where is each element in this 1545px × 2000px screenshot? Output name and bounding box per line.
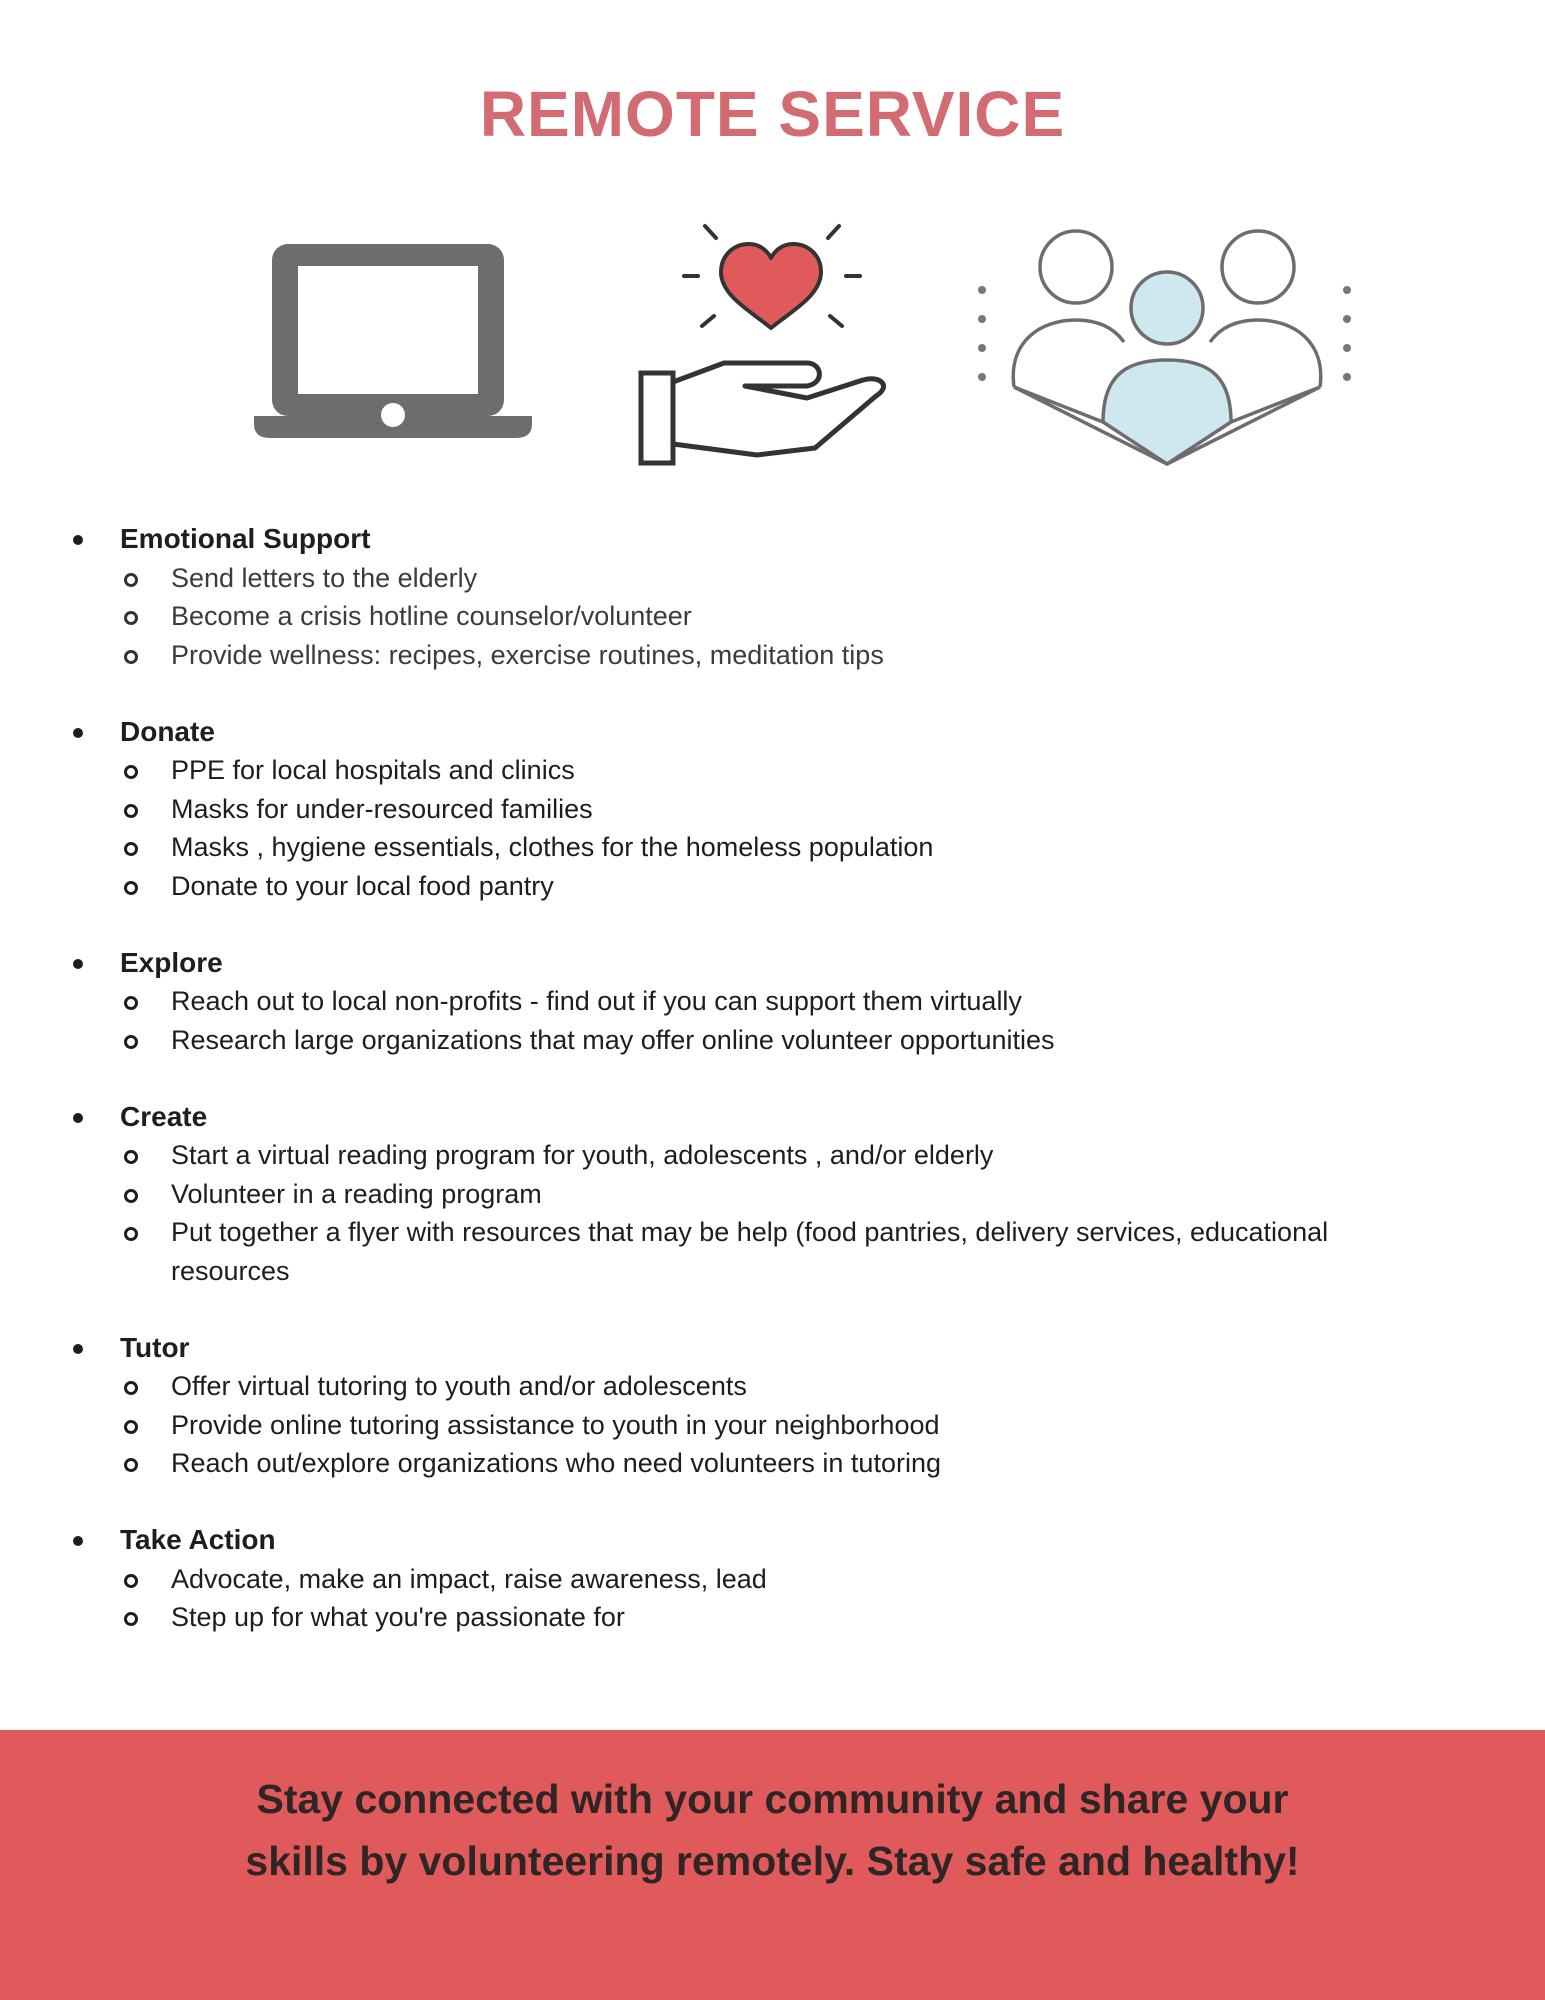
list-item-text: Reach out/explore organizations who need… <box>171 1448 941 1478</box>
list-item: Volunteer in a reading program <box>0 1175 1545 1214</box>
list-item: Masks , hygiene essentials, clothes for … <box>0 828 1545 867</box>
heart-in-hand-icon <box>632 220 910 472</box>
footer-banner: Stay connected with your community and s… <box>0 1730 1545 2000</box>
bullet-ring <box>124 1381 138 1395</box>
section-heading-text: Tutor <box>120 1331 190 1363</box>
list-item: Reach out to local non-profits - find ou… <box>0 982 1545 1021</box>
bullet-ring <box>124 1458 138 1472</box>
bullet-dot <box>73 1536 83 1546</box>
list-item: Donate to your local food pantry <box>0 867 1545 906</box>
list-item-text: Research large organizations that may of… <box>171 1024 1055 1055</box>
activity-sections: Emotional Support Send letters to the el… <box>0 520 1545 1675</box>
bullet-ring <box>124 996 138 1010</box>
bullet-ring <box>124 1188 138 1203</box>
list-item-text: Masks , hygiene essentials, clothes for … <box>171 832 934 862</box>
bullet-dot <box>73 1112 83 1123</box>
section-heading-text: Explore <box>120 946 223 978</box>
community-people-icon <box>970 222 1360 472</box>
bullet-ring <box>124 765 138 779</box>
bullet-ring <box>124 1034 138 1049</box>
bullet-ring <box>124 611 138 625</box>
bullet-ring <box>124 803 138 818</box>
bullet-ring <box>124 880 138 895</box>
laptop-icon <box>250 238 536 444</box>
list-item: Become a crisis hotline counselor/volunt… <box>0 597 1545 636</box>
bullet-ring <box>124 1419 138 1434</box>
section-heading-text: Create <box>120 1100 208 1132</box>
list-item-text: Volunteer in a reading program <box>171 1178 542 1209</box>
page-title: REMOTE SERVICE <box>479 78 1066 150</box>
list-item-text: Step up for what you're passionate for <box>171 1602 625 1632</box>
section-heading-text: Take Action <box>120 1524 276 1555</box>
bullet-ring <box>124 1573 138 1588</box>
list-item-text: Provide wellness: recipes, exercise rout… <box>171 639 884 670</box>
section-heading: Explore <box>0 944 1545 983</box>
list-item-text: Start a virtual reading program for yout… <box>171 1140 994 1170</box>
list-item-text: Masks for under-resourced families <box>171 793 593 824</box>
list-item-text: Send letters to the elderly <box>171 562 478 593</box>
list-item-text: Advocate, make an impact, raise awarenes… <box>171 1563 767 1594</box>
bullet-dot <box>73 727 83 738</box>
section-take-action: Take Action Advocate, make an impact, ra… <box>0 1521 1545 1637</box>
footer-message: Stay connected with your community and s… <box>245 1776 1300 1884</box>
list-item: Start a virtual reading program for yout… <box>0 1136 1545 1175</box>
bullet-dot <box>73 535 83 545</box>
list-item-text: Reach out to local non-profits - find ou… <box>171 986 1022 1016</box>
list-item: Reach out/explore organizations who need… <box>0 1444 1545 1483</box>
bullet-ring <box>124 842 138 856</box>
list-item-text: Put together a flyer with resources that… <box>171 1217 1329 1286</box>
list-item-text: Offer virtual tutoring to youth and/or a… <box>171 1371 747 1401</box>
section-donate: Donate PPE for local hospitals and clini… <box>0 713 1545 906</box>
list-item: Masks for under-resourced families <box>0 790 1545 829</box>
bullet-ring <box>124 572 138 587</box>
list-item-text: Donate to your local food pantry <box>171 870 554 901</box>
list-item: Advocate, make an impact, raise awarenes… <box>0 1560 1545 1599</box>
section-explore: Explore Reach out to local non-profits -… <box>0 944 1545 1060</box>
section-heading: Create <box>0 1098 1545 1137</box>
list-item: Send letters to the elderly <box>0 559 1545 598</box>
section-heading: Tutor <box>0 1329 1545 1368</box>
section-heading: Take Action <box>0 1521 1545 1560</box>
section-tutor: Tutor Offer virtual tutoring to youth an… <box>0 1329 1545 1483</box>
section-heading: Emotional Support <box>0 520 1545 559</box>
bullet-ring <box>124 1612 138 1626</box>
bullet-dot <box>73 1343 83 1354</box>
section-heading-text: Emotional Support <box>120 523 371 554</box>
list-item: Provide wellness: recipes, exercise rout… <box>0 636 1545 675</box>
section-heading: Donate <box>0 713 1545 752</box>
list-item: Provide online tutoring assistance to yo… <box>0 1406 1545 1445</box>
section-emotional-support: Emotional Support Send letters to the el… <box>0 520 1545 674</box>
section-create: Create Start a virtual reading program f… <box>0 1098 1545 1291</box>
list-item: Step up for what you're passionate for <box>0 1598 1545 1637</box>
list-item: Offer virtual tutoring to youth and/or a… <box>0 1367 1545 1406</box>
section-heading-text: Donate <box>120 715 215 747</box>
bullet-dot <box>73 958 83 969</box>
bullet-ring <box>124 1150 138 1164</box>
bullet-ring <box>124 649 138 664</box>
list-item-text: Become a crisis hotline counselor/volunt… <box>171 601 692 631</box>
list-item: Put together a flyer with resources that… <box>0 1213 1545 1290</box>
list-item: Research large organizations that may of… <box>0 1021 1545 1060</box>
bullet-ring <box>124 1227 138 1241</box>
list-item-text: Provide online tutoring assistance to yo… <box>171 1409 940 1440</box>
list-item: PPE for local hospitals and clinics <box>0 751 1545 790</box>
list-item-text: PPE for local hospitals and clinics <box>171 755 575 785</box>
